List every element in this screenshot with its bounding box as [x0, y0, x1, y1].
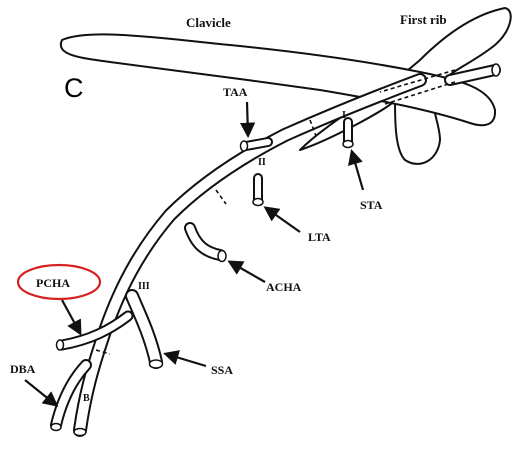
pcha-label: PCHA	[36, 276, 70, 290]
pcha-branch	[57, 316, 129, 350]
acha-label: ACHA	[266, 280, 302, 294]
dba-label: DBA	[10, 362, 36, 376]
axillary-artery	[80, 80, 420, 430]
sta-arrow	[352, 152, 363, 190]
pcha-arrow	[62, 300, 80, 333]
clavicle-label: Clavicle	[186, 15, 231, 30]
ssa-label: SSA	[211, 363, 233, 377]
taa-label: TAA	[223, 85, 248, 99]
sta-branch	[343, 122, 353, 148]
segment-ii-label: II	[258, 157, 266, 168]
panel-letter: C	[64, 73, 84, 103]
sta-label: STA	[360, 198, 383, 212]
b-label: B	[83, 393, 90, 404]
ssa-arrow	[166, 354, 206, 366]
lta-branch	[253, 178, 263, 206]
segment-iii-label: III	[138, 281, 150, 292]
acha-branch	[190, 228, 226, 262]
lta-arrow	[266, 208, 300, 232]
taa-arrow	[247, 102, 248, 135]
lta-label: LTA	[308, 230, 331, 244]
clavicle-shape	[61, 34, 495, 125]
segment-boundary-2	[216, 190, 226, 204]
first-rib-label: First rib	[400, 12, 447, 27]
segment-i-label: I	[342, 110, 346, 121]
dba-arrow	[25, 380, 56, 405]
ssa-branch	[132, 296, 163, 368]
acha-arrow	[230, 262, 265, 282]
